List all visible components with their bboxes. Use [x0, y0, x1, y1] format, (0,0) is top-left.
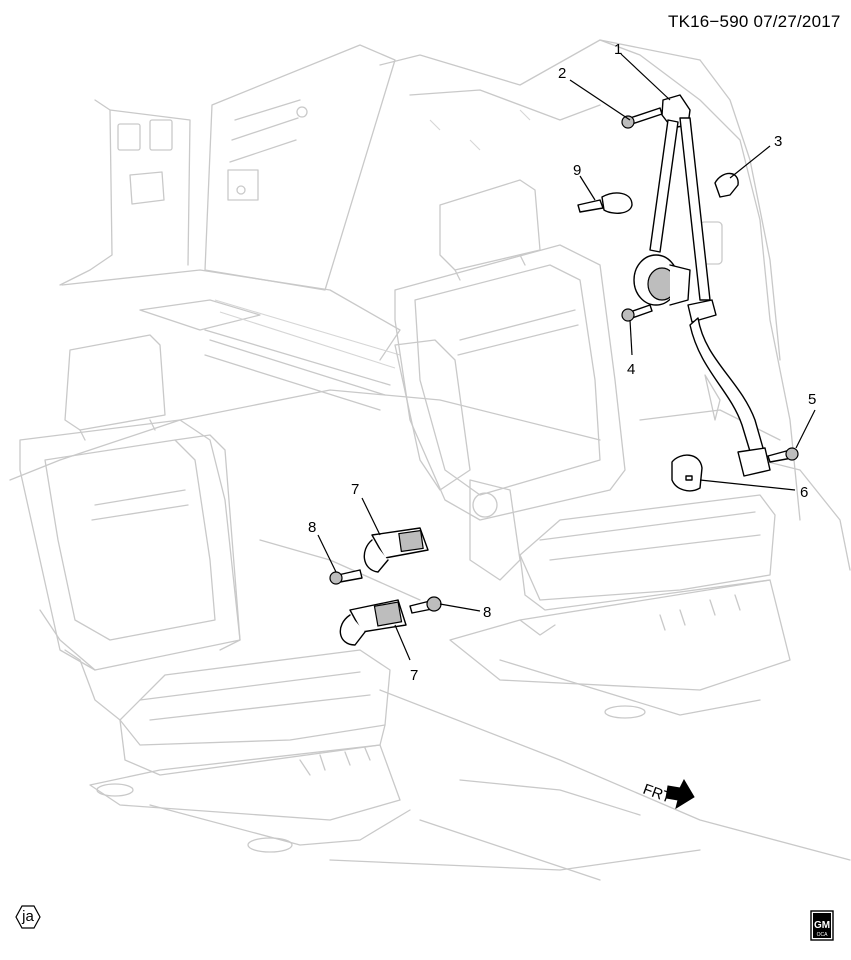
gm-logo-icon: GM OCA — [810, 910, 834, 941]
vehicle-body-background — [9, 39, 851, 881]
callout-9: 9 — [573, 162, 581, 179]
callout-7-lower: 7 — [410, 667, 418, 684]
buckle-lower-icon — [339, 599, 407, 646]
bolts — [329, 107, 799, 614]
left-rear-seat — [19, 334, 411, 853]
callout-6: 6 — [800, 484, 808, 501]
belt-stop-button-icon — [577, 192, 633, 214]
front-direction-arrow-icon — [665, 778, 695, 810]
callout-5: 5 — [808, 391, 816, 408]
callout-4: 4 — [627, 361, 635, 378]
bolt-5-icon — [767, 447, 799, 463]
language-badge: ja — [15, 905, 41, 929]
document-id: TK16−590 07/27/2017 — [668, 12, 841, 31]
bolt-4-icon — [621, 304, 653, 322]
right-rear-seat — [394, 179, 791, 719]
bolt-8b-icon — [409, 596, 442, 614]
callout-7-upper: 7 — [351, 481, 359, 498]
callout-8-upper: 8 — [308, 519, 316, 536]
bolt-8a-icon — [329, 569, 363, 585]
callout-1: 1 — [614, 41, 622, 58]
language-badge-label: ja — [21, 908, 34, 925]
callout-2: 2 — [558, 65, 566, 82]
callouts: 1 2 3 4 5 6 7 7 8 8 9 — [308, 41, 816, 684]
gm-logo-text: GM — [814, 920, 830, 931]
buckle-upper-icon — [363, 527, 429, 573]
bolt-2-icon — [621, 107, 663, 129]
seat-belt-assembly — [633, 94, 771, 492]
gm-logo-subtext: OCA — [817, 932, 829, 938]
callout-3: 3 — [774, 133, 782, 150]
callout-8-lower: 8 — [483, 604, 491, 621]
front-direction-indicator: FRT — [641, 778, 695, 810]
